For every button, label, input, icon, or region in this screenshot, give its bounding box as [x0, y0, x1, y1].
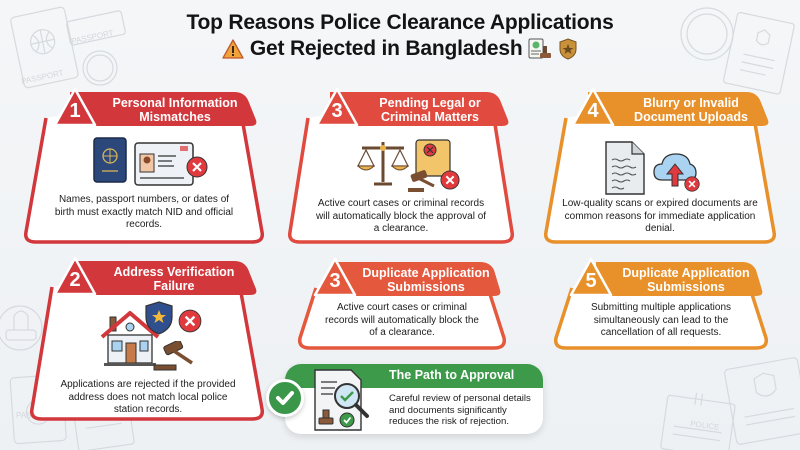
card-shape [297, 262, 507, 350]
gavel-icon [408, 170, 435, 192]
card-shape [543, 92, 777, 244]
number-badge: 4 [570, 86, 616, 128]
number-badge: 2 [52, 255, 98, 297]
case-folder-icon [415, 139, 451, 177]
card-shape [553, 262, 769, 350]
stamp-icon [318, 409, 334, 425]
approval-panel: The Path to Approval Careful review of p… [285, 364, 543, 434]
svg-text:POLICE: POLICE [690, 419, 720, 432]
card-description: Low-quality scans or expired documents a… [562, 198, 758, 234]
approved-document-stamp-icon [528, 38, 552, 59]
approval-description: Careful review of personal details and d… [389, 393, 531, 427]
approval-title: The Path to Approval [389, 368, 515, 382]
title-line-1: Top Reasons Police Clearance Application… [186, 11, 614, 34]
page-title: Top Reasons Police Clearance Application… [0, 10, 800, 62]
error-x-icon [178, 309, 202, 333]
document-review-magnifier-icon [314, 369, 369, 431]
gavel-icon [153, 341, 193, 371]
error-x-icon [186, 156, 208, 178]
warning-icon [222, 39, 244, 60]
passport-icon [93, 137, 127, 183]
title-line-2: Get Rejected in Bangladesh [249, 37, 523, 60]
police-shield-icon [145, 301, 173, 335]
blurry-document-icon [605, 141, 645, 195]
checkmark-icon [266, 379, 304, 417]
svg-text:PASSPORT: PASSPORT [21, 68, 65, 86]
cloud-upload-icon [653, 153, 697, 187]
title-line-2-wrap: Get Rejected in Bangladesh [0, 36, 800, 62]
number-badge: 1 [52, 86, 98, 128]
error-x-icon [684, 176, 700, 192]
number-badge: 3 [314, 86, 360, 128]
scales-of-justice-icon [356, 142, 410, 186]
card-shape [287, 92, 515, 244]
number-badge: 5 [568, 256, 614, 298]
error-x-icon [440, 170, 460, 190]
police-badge-icon [559, 38, 577, 60]
card-description: Applications are rejected if the provide… [60, 379, 236, 415]
house-icon [100, 311, 160, 366]
number-badge: 3 [312, 256, 358, 298]
